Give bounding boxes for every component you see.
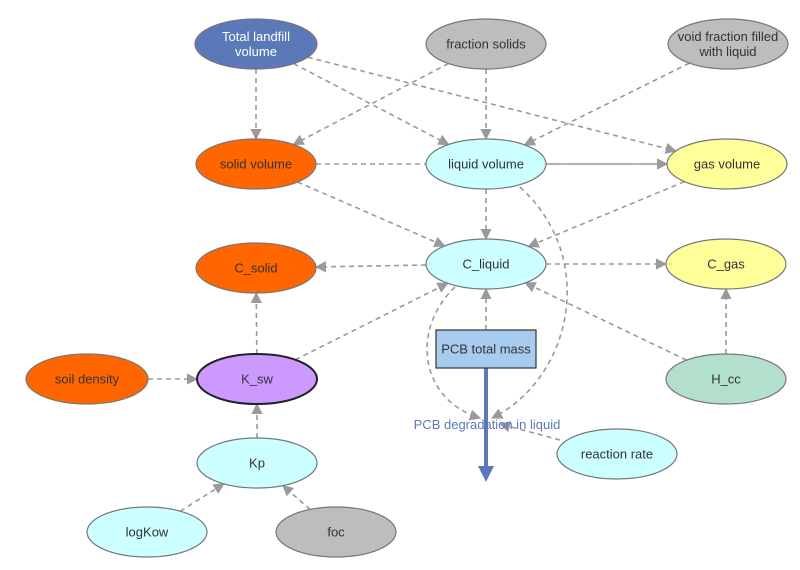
node-gas-volume[interactable]: gas volume	[666, 138, 788, 190]
node-label: Total landfill	[222, 29, 290, 44]
node-label: volume	[235, 44, 277, 59]
node-shape	[195, 242, 317, 294]
edge-h_cc-to-c_liquid	[524, 282, 687, 361]
node-label: solid volume	[220, 157, 292, 172]
edge-total_landfill_volume-to-liquid_volume	[293, 62, 450, 146]
flow-label-pcb-degradation[interactable]: PCB degradation in liquid	[414, 417, 561, 432]
edge-foc-to-kp	[281, 484, 311, 511]
edge-total_landfill_volume-to-gas_volume	[307, 56, 677, 154]
node-shape	[196, 353, 318, 405]
node-c-liquid[interactable]: C_liquid	[425, 238, 547, 290]
node-shape	[194, 18, 318, 70]
node-shape	[195, 138, 317, 190]
node-label: reaction rate	[581, 447, 653, 462]
node-label: C_gas	[707, 257, 745, 272]
stock-label: PCB total mass	[441, 342, 531, 357]
edge-gas_volume-to-c_liquid	[527, 180, 685, 248]
node-shape	[667, 18, 789, 70]
edge-fraction_solids-to-solid_volume	[292, 62, 449, 146]
node-soil-density[interactable]: soil density	[25, 353, 149, 405]
node-label: Kp	[249, 456, 265, 471]
node-k-sw[interactable]: K_sw	[196, 353, 318, 405]
node-label: logKow	[126, 525, 169, 540]
edge-reaction_rate-to-degradation	[498, 421, 561, 441]
node-shape	[425, 18, 547, 70]
node-label: void fraction filled	[678, 29, 778, 44]
stock-shape	[435, 329, 537, 369]
stock-pcb-total-mass[interactable]: PCB total mass	[435, 329, 537, 369]
edge-solid_volume-to-c_liquid	[297, 181, 446, 248]
node-kp[interactable]: Kp	[196, 437, 318, 489]
node-logkow[interactable]: logKow	[86, 506, 208, 558]
node-shape	[425, 238, 547, 290]
node-label: with liquid	[698, 44, 756, 59]
node-shape	[196, 437, 318, 489]
node-shape	[665, 238, 787, 290]
node-solid-volume[interactable]: solid volume	[195, 138, 317, 190]
node-label: H_cc	[711, 372, 741, 387]
node-label: C_liquid	[463, 257, 510, 272]
edge-c_liquid-to-c_solid	[314, 261, 427, 273]
node-label: foc	[327, 525, 345, 540]
edge-logkow-to-kp	[179, 483, 225, 512]
node-reaction-rate[interactable]: reaction rate	[556, 428, 678, 480]
edge-k_sw-to-c_liquid	[294, 282, 449, 361]
node-shape	[275, 506, 397, 558]
node-label: C_solid	[234, 261, 277, 276]
node-shape	[86, 506, 208, 558]
node-label: K_sw	[241, 372, 273, 387]
node-shape	[665, 353, 787, 405]
edge-liquid_volume-to-degradation	[490, 186, 568, 419]
node-shape	[425, 138, 547, 190]
node-foc[interactable]: foc	[275, 506, 397, 558]
node-h-cc[interactable]: H_cc	[665, 353, 787, 405]
node-shape	[556, 428, 678, 480]
node-shape	[25, 353, 149, 405]
node-label: soil density	[55, 372, 120, 387]
node-shape	[666, 138, 788, 190]
edge-k_sw-to-c_solid	[250, 291, 262, 355]
node-c-gas[interactable]: C_gas	[665, 238, 787, 290]
node-label: liquid volume	[448, 157, 524, 172]
edge-void_fraction-to-liquid_volume	[523, 62, 690, 146]
node-label: fraction solids	[446, 37, 526, 52]
node-fraction-solids[interactable]: fraction solids	[425, 18, 547, 70]
node-label: gas volume	[694, 157, 760, 172]
node-liquid-volume[interactable]: liquid volume	[425, 138, 547, 190]
edge-c_liquid-to-degradation	[426, 286, 482, 421]
node-c-solid[interactable]: C_solid	[195, 242, 317, 294]
